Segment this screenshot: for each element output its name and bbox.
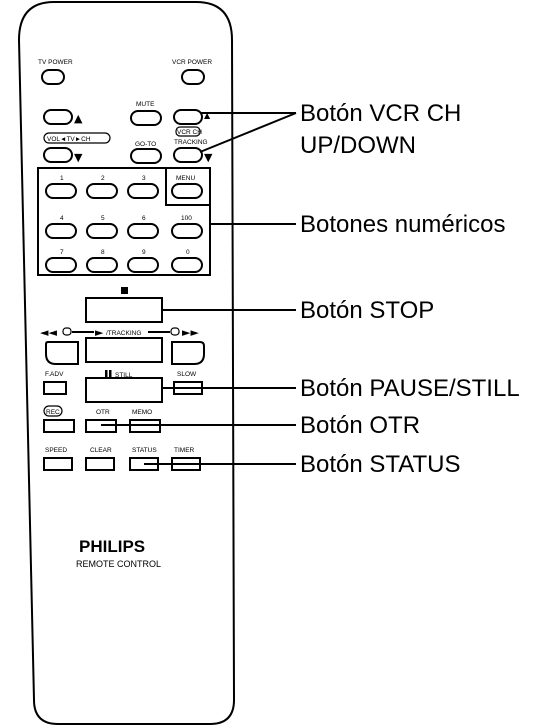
f-adv-button[interactable]: [43, 381, 67, 395]
remote-subtitle: REMOTE CONTROL: [76, 559, 161, 569]
key-3-button[interactable]: [127, 183, 159, 199]
key-7-label: 7: [60, 249, 64, 256]
callout-pause-still: Botón PAUSE/STILL: [300, 375, 520, 402]
play-button[interactable]: [85, 337, 163, 363]
rewind-search-icon: [62, 327, 72, 336]
vcr-ch-tag: [175, 126, 201, 137]
key-9-label: 9: [142, 249, 146, 256]
key-2-label: 2: [101, 175, 105, 182]
key-0-button[interactable]: [171, 257, 203, 273]
remote-body: [17, 0, 236, 725]
tv-power-label: TV POWER: [38, 59, 73, 66]
fast-forward-button[interactable]: [171, 341, 205, 365]
rec-tag: [43, 405, 63, 417]
otr-label: OTR: [96, 409, 110, 416]
key-1-button[interactable]: [45, 183, 77, 199]
key-8-button[interactable]: [86, 257, 118, 273]
key-4-label: 4: [60, 215, 64, 222]
mute-label: MUTE: [136, 101, 155, 108]
key-100-button[interactable]: [171, 223, 203, 239]
tracking-small-label: TRACKING: [174, 139, 208, 146]
pause-still-button[interactable]: [85, 377, 163, 403]
timer-label: TIMER: [174, 447, 195, 454]
stop-button[interactable]: [85, 297, 163, 323]
speed-button[interactable]: [43, 457, 73, 471]
tv-ch-up-button[interactable]: [43, 109, 73, 125]
vcr-power-button[interactable]: [181, 69, 205, 85]
key-1-label: 1: [60, 175, 64, 182]
speed-label: SPEED: [45, 447, 67, 454]
key-5-button[interactable]: [86, 223, 118, 239]
key-8-label: 8: [101, 249, 105, 256]
triangle-down-icon: ▼: [204, 151, 213, 164]
vcr-ch-up-button[interactable]: [173, 109, 203, 125]
callout-otr: Botón OTR: [300, 412, 420, 439]
key-4-button[interactable]: [45, 223, 77, 239]
vcr-power-label: VCR POWER: [172, 59, 212, 66]
stop-square-icon: [121, 287, 128, 294]
key-5-label: 5: [101, 215, 105, 222]
vol-tv-ch-tag: [43, 132, 111, 144]
key-7-button[interactable]: [45, 257, 77, 273]
play-icon: ►: [95, 326, 104, 339]
callout-status: Botón STATUS: [300, 451, 461, 478]
vcr-ch-tag-label: VCR CH: [177, 129, 202, 136]
menu-label: MENU: [176, 175, 195, 182]
rec-button[interactable]: [43, 419, 75, 433]
menu-button[interactable]: [171, 183, 203, 199]
key-3-label: 3: [142, 175, 146, 182]
triangle-up-icon: ▲: [74, 112, 83, 125]
clear-button[interactable]: [85, 457, 115, 471]
rewind-button[interactable]: [45, 341, 79, 365]
tracking-label: /TRACKING: [106, 330, 141, 337]
callout-vcr-ch: Botón VCR CH: [300, 100, 461, 127]
numeric-keypad-outline: [37, 167, 211, 276]
slow-label: SLOW: [177, 371, 197, 378]
key-6-label: 6: [142, 215, 146, 222]
vol-tv-ch-label: VOL◄TV►CH: [47, 136, 91, 143]
fast-forward-icon: ►►: [182, 326, 199, 339]
go-to-label: GO-TO: [135, 141, 156, 148]
tv-ch-down-button[interactable]: [43, 147, 73, 163]
key-6-button[interactable]: [127, 223, 159, 239]
still-label: STILL: [115, 372, 133, 379]
key-2-button[interactable]: [86, 183, 118, 199]
status-label: STATUS: [132, 447, 157, 454]
brand-logo: PHILIPS: [79, 537, 145, 556]
pause-icon-bar-2: [109, 370, 112, 378]
clear-label: CLEAR: [90, 447, 112, 454]
ff-search-icon: [170, 327, 180, 336]
callout-stop: Botón STOP: [300, 297, 434, 324]
leader-vcr-ch-down: [199, 112, 297, 153]
tv-power-button[interactable]: [41, 69, 65, 85]
key-0-label: 0: [186, 249, 190, 256]
triangle-down-icon: ▼: [74, 151, 83, 164]
callout-vcr-ch-updown: UP/DOWN: [300, 132, 416, 159]
pause-icon-bar-1: [105, 370, 108, 378]
key-100-label: 100: [181, 215, 192, 222]
rec-label: REC: [46, 409, 60, 416]
small-triangle-up-icon: ▲: [204, 111, 211, 120]
mute-button[interactable]: [130, 110, 162, 126]
rewind-icon: ◄◄: [40, 326, 57, 339]
callout-numeric: Botones numéricos: [300, 211, 505, 238]
key-9-button[interactable]: [127, 257, 159, 273]
go-to-button[interactable]: [130, 148, 162, 164]
vcr-ch-down-button[interactable]: [173, 147, 203, 163]
f-adv-label: F.ADV: [45, 371, 64, 378]
memo-label: MEMO: [132, 409, 152, 416]
